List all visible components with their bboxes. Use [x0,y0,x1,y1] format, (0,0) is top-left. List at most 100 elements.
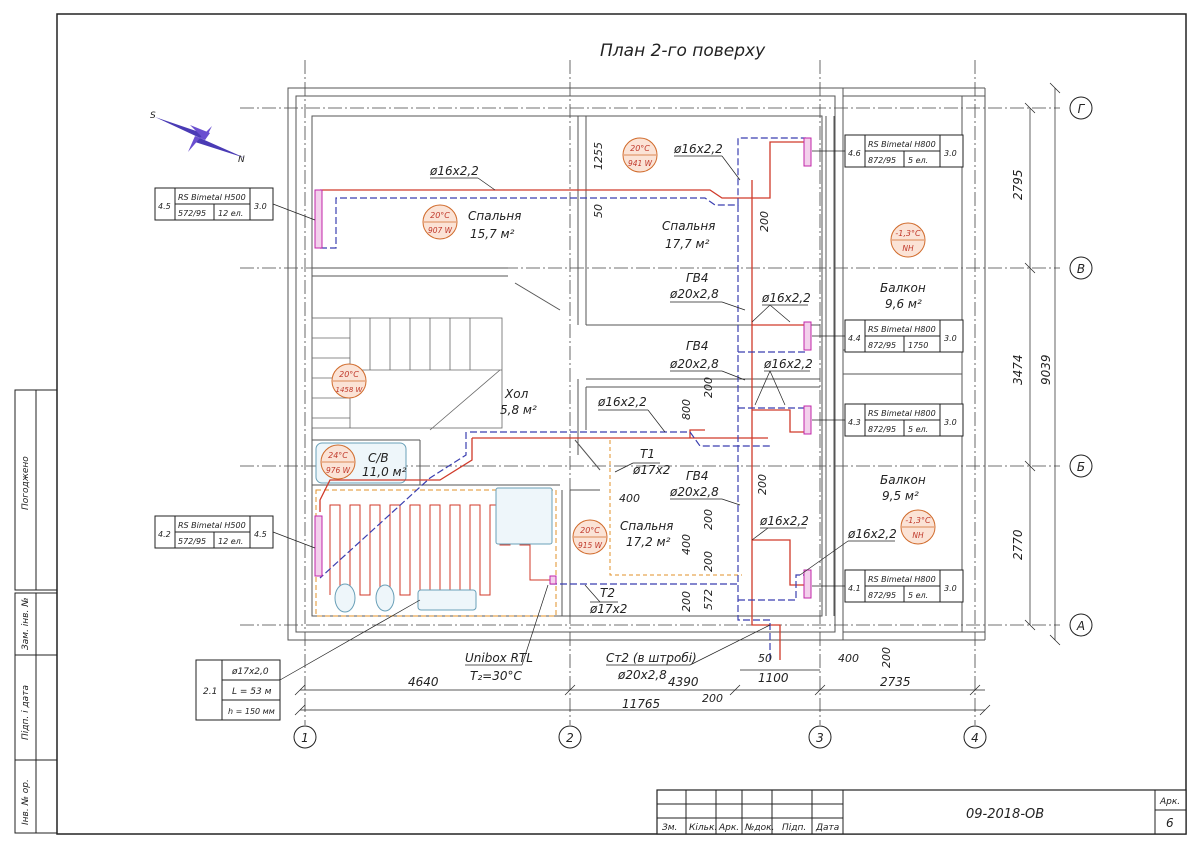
svg-text:872/95: 872/95 [868,425,896,434]
dim-right-3: 2770 [1011,529,1025,560]
svg-text:24°С: 24°С [328,451,348,460]
svg-text:20°С: 20°С [339,370,359,379]
pipe-label-11: ø17x2 [632,463,670,477]
svg-text:976 W: 976 W [326,466,351,475]
radiator-callout-4-4: 4.4 RS Bimetal H800 872/95 1750 3.0 [812,319,964,353]
svg-text:4.2: 4.2 [158,530,171,539]
dim-200-c: 200 [756,474,769,495]
unibox-name: Unibox RTL [465,651,533,665]
room-4-name: Хол [504,387,529,401]
tb-col-1: Зм. [662,823,677,833]
pipe-labels: ø16x2,2 ø16x2,2 ГВ4 ø20x2,8 ø16x2,2 ГВ4 … [429,142,897,616]
radiator-4-1 [803,569,812,599]
radiator-callout-4-6: 4.6 RS Bimetal H800 872/95 5 ел. 3.0 [812,134,964,168]
pipe-label-10: Т1 [640,447,655,461]
dim-right-2: 3474 [1011,354,1025,385]
radiators [314,137,812,599]
room-3-name: Балкон [880,281,926,295]
tb-col-5: Підп. [782,823,806,833]
tb-sheet-no: 6 [1166,816,1174,830]
svg-text:RS Bimetal H800: RS Bimetal H800 [868,325,936,334]
svg-text:h = 150 мм: h = 150 мм [228,707,275,716]
side-stamp: Погоджено Зам. інв. № Підп. і дата Інв. … [14,389,58,834]
dim-200-mid: 200 [702,377,715,398]
svg-text:3.0: 3.0 [944,334,957,343]
toilet [334,583,356,613]
svg-text:3.0: 3.0 [944,584,957,593]
room-2-area: 17,7 м² [665,237,710,251]
pipe-label-16: Т2 [600,586,615,600]
pipe-label-9: ø16x2,2 [597,395,647,409]
svg-text:872/95: 872/95 [868,341,896,350]
svg-text:872/95: 872/95 [868,156,896,165]
svg-text:4.4: 4.4 [848,334,861,343]
unibox-valve [549,575,557,585]
svg-text:NH: NH [902,244,914,253]
svg-text:4.6: 4.6 [848,149,861,158]
svg-text:572/95: 572/95 [178,537,206,546]
svg-text:2.1: 2.1 [203,687,217,697]
pipe-label-13: ø20x2,8 [669,485,719,499]
pipe-label-8: ø16x2,2 [763,357,813,371]
dim-400-b: 400 [680,534,693,555]
svg-text:872/95: 872/95 [868,591,896,600]
dim-bottom-3: 1100 [758,671,789,685]
bottom-dimensions [294,669,991,716]
title-block: Зм. Кільк. Арк. №док. Підп. Дата 09-2018… [656,789,1187,835]
side-label-sign-date: Підп. і дата [21,685,31,740]
tb-sheet-label: Арк. [1159,797,1180,807]
svg-text:ø17x2,0: ø17x2,0 [231,667,269,677]
walls [287,87,986,641]
pipe-label-2: ø16x2,2 [673,142,723,156]
axis-bubbles: Г В Б А 1 2 3 4 [293,96,1093,749]
dim-bottom-1: 4640 [408,675,439,689]
room-3-area: 9,6 м² [885,297,922,311]
axis-a: А [1076,619,1085,633]
unibox-temp: T₂=30°С [470,669,522,683]
floor-heating-callout: 2.1 ø17x2,0 L = 53 м h = 150 мм [195,599,421,721]
svg-text:1750: 1750 [908,341,928,350]
axis-2: 2 [566,731,574,745]
temp-marker-room-5: 24°С 976 W [320,444,356,480]
svg-text:20°С: 20°С [580,526,600,535]
svg-text:4.5: 4.5 [158,202,171,211]
dim-bottom-200: 200 [702,692,723,705]
svg-text:20°С: 20°С [630,144,650,153]
axis-g: Г [1078,102,1086,116]
return-pipes [319,137,806,660]
pipe-label-15: ø16x2,2 [847,527,897,541]
svg-text:915 W: 915 W [578,541,603,550]
svg-text:-1,3°С: -1,3°С [895,229,921,238]
temp-markers: 20°С 907 W 20°С 941 W -1,3°С NH 20°С 145… [320,137,936,555]
bidet [375,584,395,612]
pipe-label-3: ГВ4 [686,271,709,285]
dim-right-total: 9039 [1039,354,1053,385]
svg-text:5 ел.: 5 ел. [908,156,928,165]
room-1-area: 15,7 м² [470,227,515,241]
svg-text:572/95: 572/95 [178,209,206,218]
pipe-label-7: ø20x2,8 [669,357,719,371]
floor-heating-loop [329,504,550,596]
svg-text:RS Bimetal H800: RS Bimetal H800 [868,409,936,418]
axis-b: Б [1077,460,1085,474]
right-dimensions [1024,82,1061,646]
pipe-label-1: ø16x2,2 [429,164,479,178]
svg-text:4.5: 4.5 [254,530,267,539]
radiator-4-6 [803,137,812,167]
svg-text:RS Bimetal H800: RS Bimetal H800 [868,575,936,584]
dim-1255: 1255 [592,142,605,170]
room-1-name: Спальня [468,209,521,223]
room-4-area: 5,8 м² [500,403,537,417]
svg-text:RS Bimetal H800: RS Bimetal H800 [868,140,936,149]
svg-text:4.1: 4.1 [848,584,861,593]
svg-text:5 ел.: 5 ел. [908,425,928,434]
dim-200-d: 200 [702,509,715,530]
room-5-area: 11,0 м² [362,465,407,479]
axis-v: В [1077,262,1085,276]
pipe-label-14: ø16x2,2 [759,514,809,528]
dim-200-e: 200 [680,591,693,612]
plan-title: План 2-го поверху [600,41,766,61]
svg-text:4.3: 4.3 [848,418,861,427]
temp-marker-room-3: -1,3°С NH [890,222,926,258]
room-6-name: Спальня [620,519,673,533]
